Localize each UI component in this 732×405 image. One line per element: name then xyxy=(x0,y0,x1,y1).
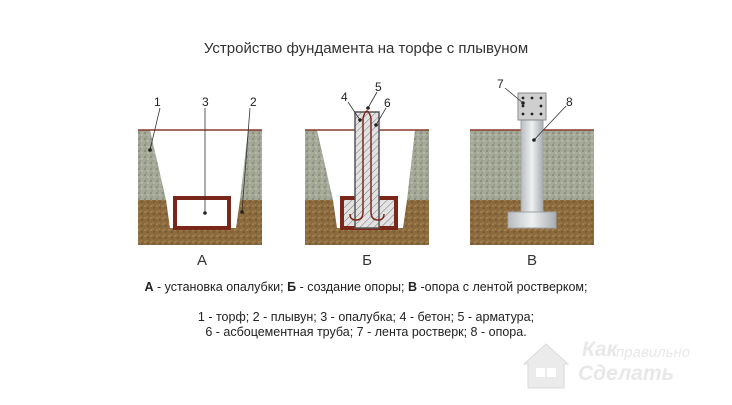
callout-1: 1 xyxy=(154,95,161,109)
callout-3: 3 xyxy=(202,95,209,109)
callout-5: 5 xyxy=(375,80,382,94)
panel-b xyxy=(305,91,429,245)
rebar-left xyxy=(349,118,364,221)
house-logo-icon xyxy=(522,343,570,389)
legend-key-b: Б xyxy=(287,280,297,294)
watermark: Как правильно Сделать xyxy=(520,336,730,396)
legend-line-3: 6 - асбоцементная труба; 7 - лента роств… xyxy=(205,325,527,339)
panel-label-v: В xyxy=(526,252,537,269)
callout-8: 8 xyxy=(566,95,573,109)
callout-7: 7 xyxy=(497,77,504,91)
legend-panels: А - установка опалубки; Б - создание опо… xyxy=(0,280,732,294)
asbestos-pipe xyxy=(354,111,380,229)
panel-v xyxy=(470,87,594,245)
legend-text-v: -опора с лентой ростверком; xyxy=(417,280,588,294)
support-base xyxy=(507,211,557,229)
legend-key-v: В xyxy=(408,280,418,294)
callout-2: 2 xyxy=(250,95,257,109)
watermark-line-1: Как xyxy=(582,338,618,361)
panel-label-b: Б xyxy=(362,252,372,269)
rebar-right xyxy=(370,118,385,221)
formwork-a xyxy=(173,196,231,230)
legend-text-a: - установка опалубки; xyxy=(153,280,288,294)
callout-4: 4 xyxy=(341,90,348,104)
panel-label-a: А xyxy=(196,252,207,269)
legend-key-a: А xyxy=(144,280,154,294)
panel-a xyxy=(138,107,262,245)
diagram-title: Устройство фундамента на торфе с плывуно… xyxy=(203,40,529,57)
legend-text-b: - создание опоры; xyxy=(296,280,408,294)
legend-line-2: 1 - торф; 2 - плывун; 3 - опалубка; 4 - … xyxy=(197,310,535,324)
callout-6: 6 xyxy=(384,96,391,110)
watermark-line-3: Сделать xyxy=(578,362,674,385)
watermark-line-2: правильно xyxy=(616,344,691,361)
